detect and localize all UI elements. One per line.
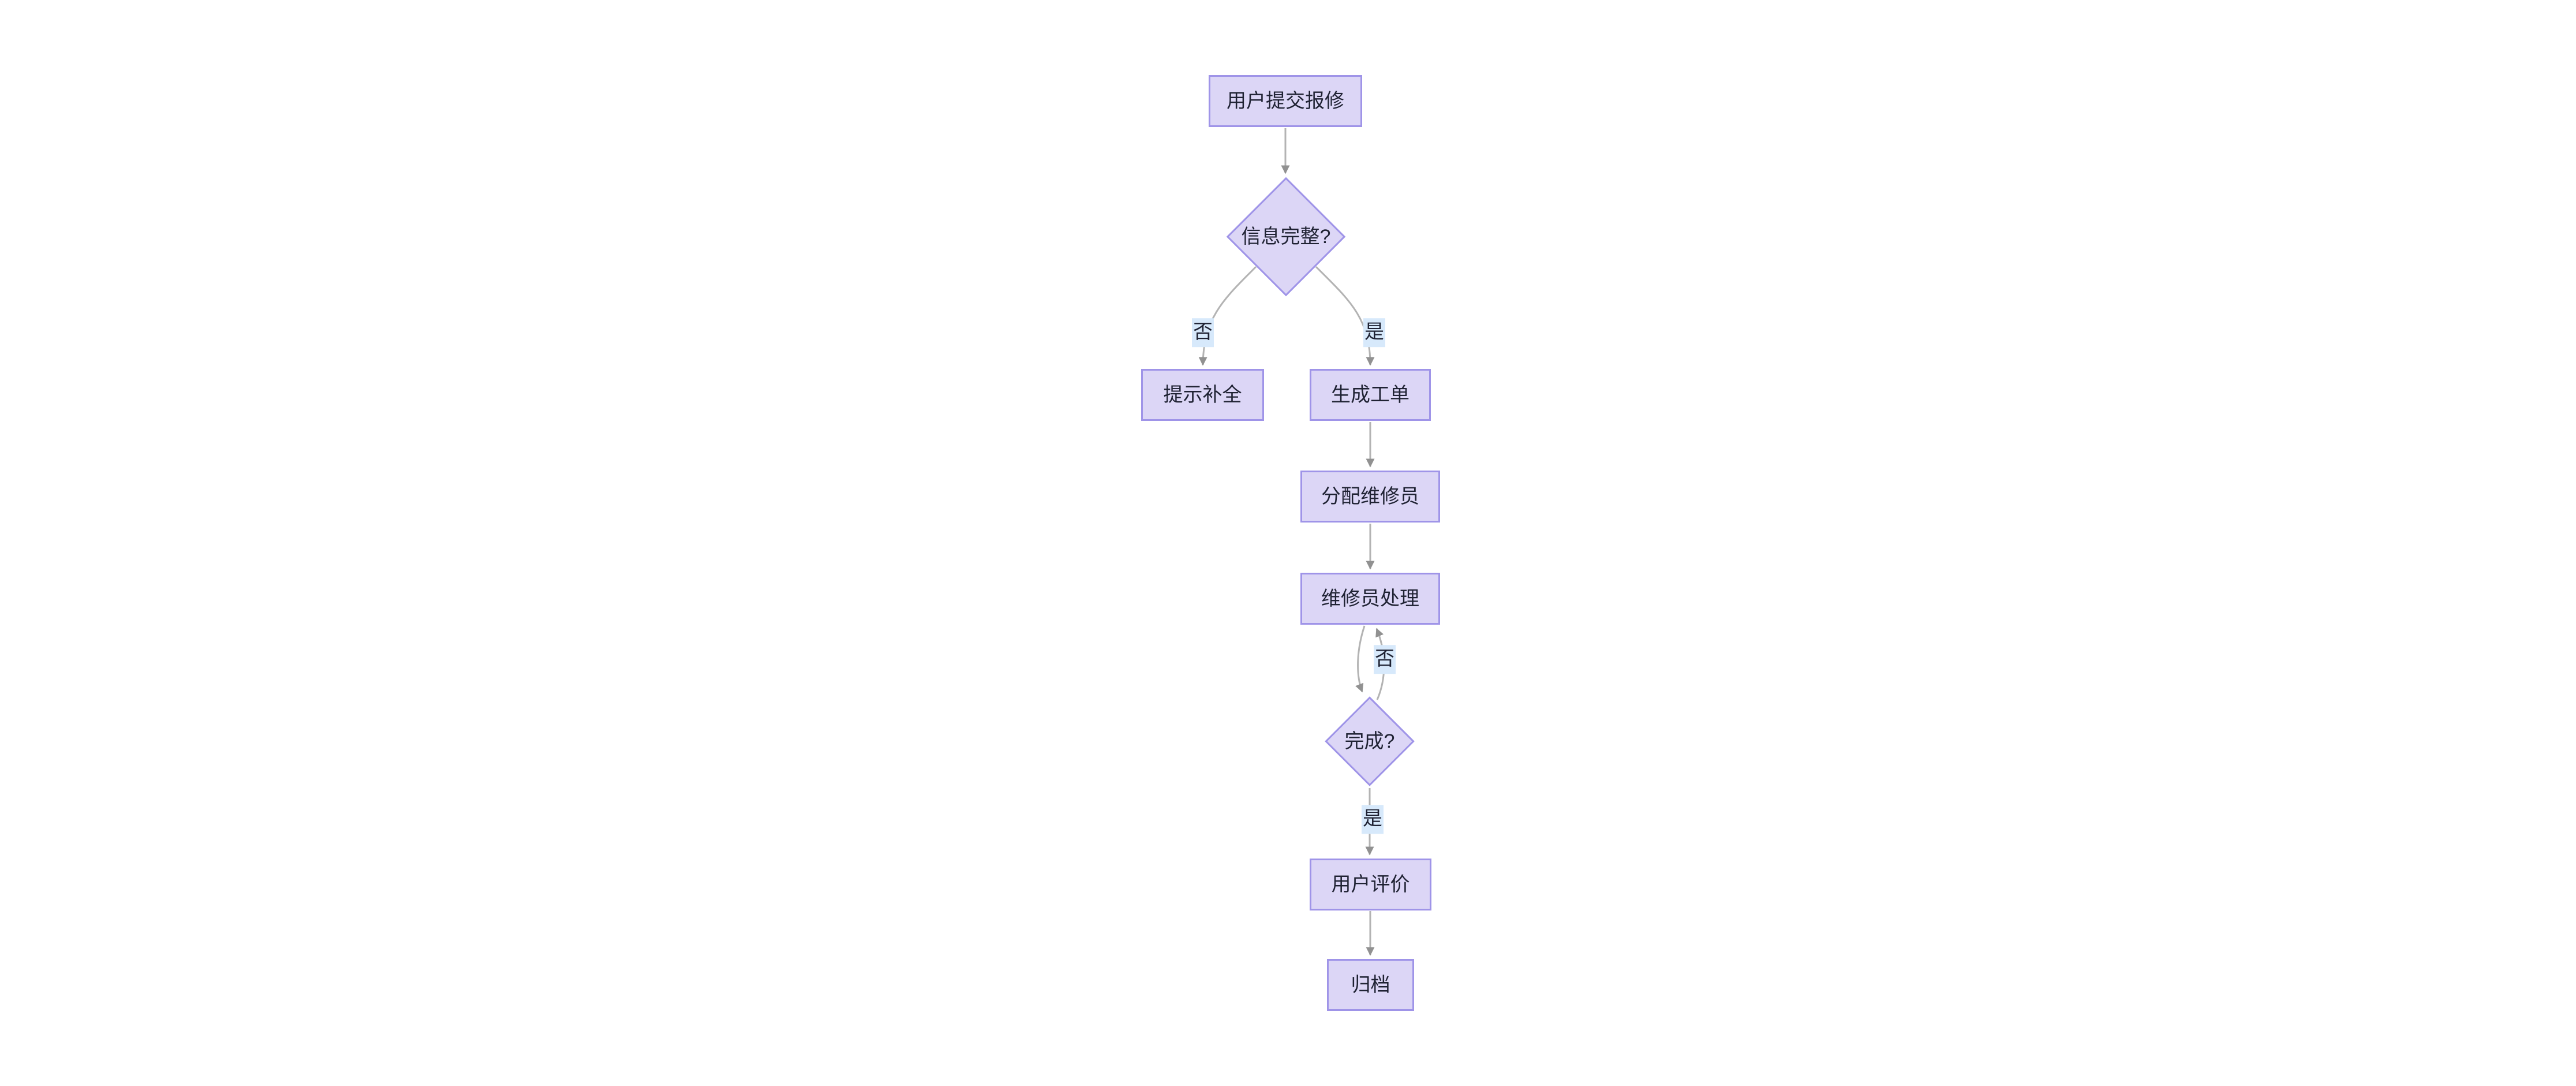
edge-label-yes-done: 是 xyxy=(1362,805,1384,834)
node-user-review: 用户评价 xyxy=(1310,859,1431,910)
node-technician-process: 维修员处理 xyxy=(1300,573,1440,625)
edge-process-to-donecheck xyxy=(1355,625,1366,693)
edge-label-yes-branch: 是 xyxy=(1363,318,1385,347)
node-info-complete-label: 信息完整? xyxy=(1241,225,1331,248)
node-prompt-complete: 提示补全 xyxy=(1141,369,1264,421)
edge-label-no-loop: 否 xyxy=(1374,645,1396,674)
node-done-decision-label: 完成? xyxy=(1344,730,1395,752)
node-archive-label: 归档 xyxy=(1351,973,1390,996)
node-technician-process-label: 维修员处理 xyxy=(1321,587,1419,610)
node-submit-repair-label: 用户提交报修 xyxy=(1227,89,1344,112)
node-prompt-complete-label: 提示补全 xyxy=(1163,383,1242,406)
node-assign-technician-label: 分配维修员 xyxy=(1321,485,1419,507)
node-archive: 归档 xyxy=(1327,959,1414,1011)
node-user-review-label: 用户评价 xyxy=(1331,873,1410,895)
node-submit-repair: 用户提交报修 xyxy=(1209,75,1362,127)
node-create-ticket-label: 生成工单 xyxy=(1331,383,1409,406)
node-done-decision: 完成? xyxy=(1325,696,1415,786)
node-create-ticket: 生成工单 xyxy=(1310,369,1431,421)
node-info-complete-decision: 信息完整? xyxy=(1225,177,1347,297)
node-assign-technician: 分配维修员 xyxy=(1300,471,1440,523)
edge-label-no-branch: 否 xyxy=(1192,318,1214,347)
